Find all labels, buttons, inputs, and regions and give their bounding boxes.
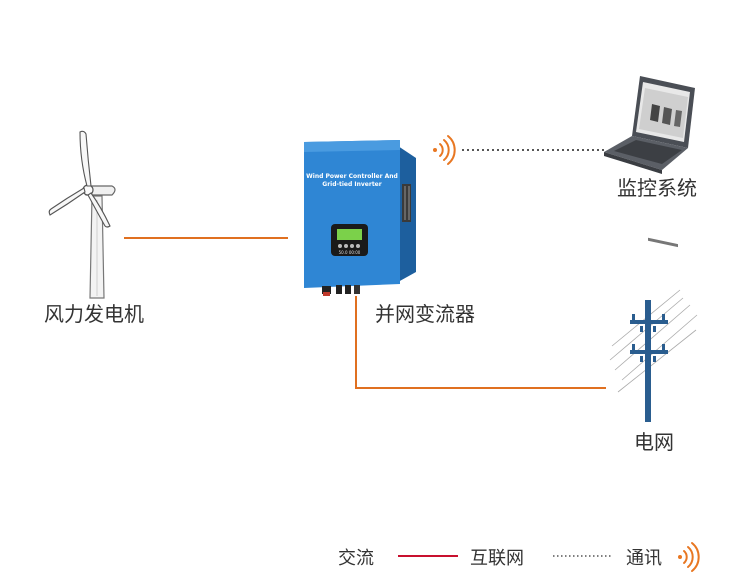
wind-turbine-label: 风力发电机 <box>44 302 144 326</box>
legend-wifi-icon <box>678 542 700 572</box>
inverter-display-text: 50.0 00:00 <box>339 250 361 255</box>
power-grid-label: 电网 <box>634 430 674 454</box>
inverter-icon: Wind Power Controller And Grid-tied Inve… <box>304 140 416 296</box>
legend-internet-label: 互联网 <box>470 548 524 569</box>
laptop-icon <box>604 76 695 248</box>
inverter-front-text-line2: Grid-tied Inverter <box>322 181 381 188</box>
power-pole-icon <box>609 289 698 422</box>
monitoring-system-label: 监控系统 <box>617 176 697 200</box>
legend-ac-label: 交流 <box>338 548 374 569</box>
inverter-front-text-line1: Wind Power Controller And <box>306 173 398 180</box>
wind-turbine-icon <box>48 130 116 299</box>
wifi-signal-icon <box>433 135 456 165</box>
ac-line-inverter-grid <box>355 296 606 389</box>
inverter-label: 并网变流器 <box>375 302 475 326</box>
legend-comm-label: 通讯 <box>626 548 662 569</box>
